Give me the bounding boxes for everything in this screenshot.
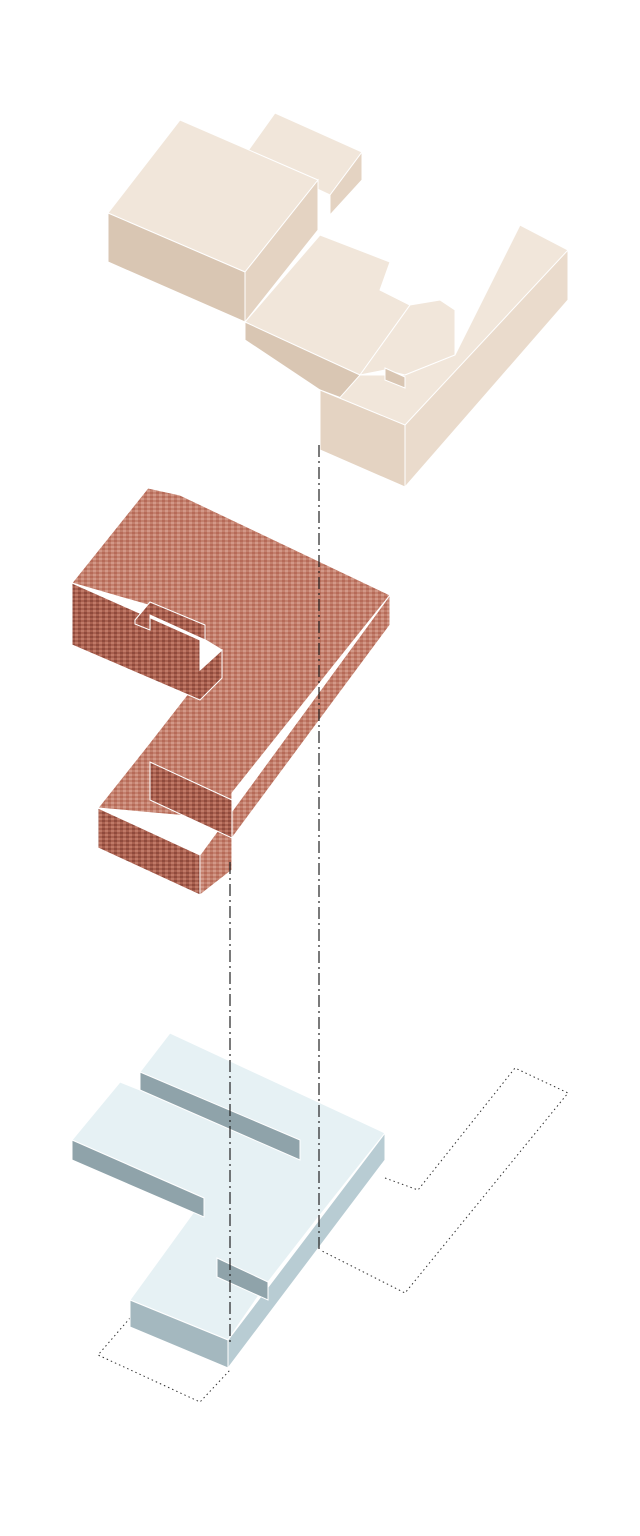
upper-volume [107,112,569,489]
timber-main-right [244,178,319,324]
brick-side-left [71,582,223,701]
base-side-left [71,1139,205,1218]
brick-side-front [97,807,201,896]
brick-upper-step [149,761,233,839]
timber-back-side [329,150,363,217]
brick-courtyard [134,601,206,641]
base-top-face [71,1032,386,1341]
base-side-right [227,1131,386,1370]
base-volume [71,1032,386,1370]
timber-small-block [384,367,406,389]
alignment-guides [229,445,320,1345]
footprint-outline [97,1067,569,1403]
timber-low-right [404,248,569,489]
base-step-1 [139,1071,301,1161]
middle-volume [71,487,391,897]
